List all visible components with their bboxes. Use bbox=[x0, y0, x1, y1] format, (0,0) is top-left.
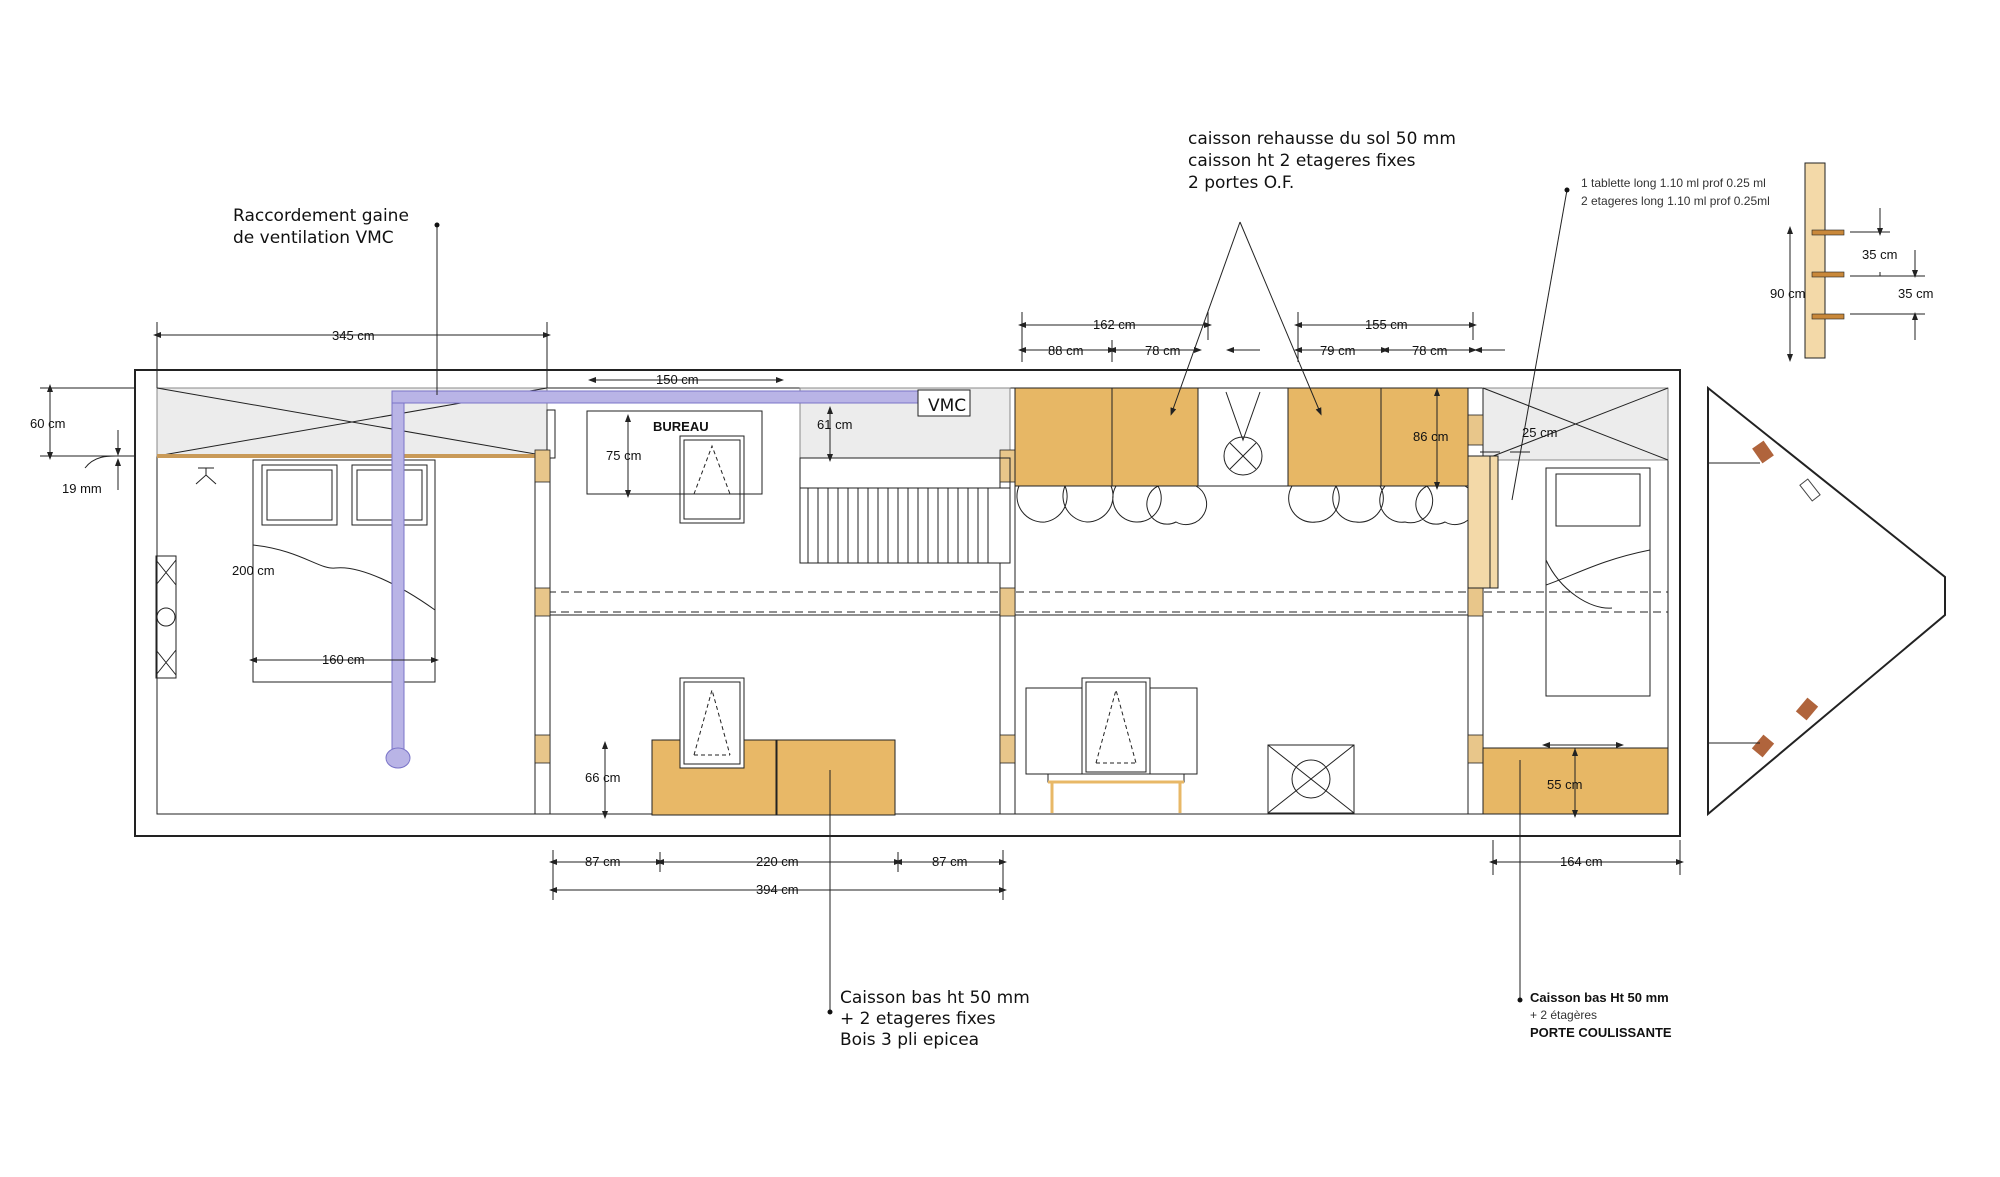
fan-icon bbox=[155, 555, 177, 679]
stairs bbox=[799, 457, 1011, 564]
annotation-texts: Raccordement gaine de ventilation VMC ca… bbox=[233, 129, 1770, 1050]
room-labels: BUREAU VMC bbox=[653, 396, 966, 434]
dim-35b: 35 cm bbox=[1898, 286, 1933, 301]
caisson-top-line2: caisson ht 2 etageres fixes bbox=[1188, 151, 1416, 171]
dim-162: 162 cm bbox=[1093, 317, 1136, 332]
dim-25: 25 cm bbox=[1522, 425, 1557, 440]
single-bed bbox=[1545, 467, 1651, 697]
caisson-bottom-line2: + 2 etageres fixes bbox=[840, 1009, 996, 1029]
dim-61: 61 cm bbox=[817, 417, 852, 432]
bureau-label: BUREAU bbox=[653, 419, 709, 434]
desk bbox=[586, 410, 763, 524]
dim-19mm: 19 mm bbox=[62, 481, 102, 496]
vmc-unit bbox=[917, 389, 971, 417]
bed-double bbox=[252, 459, 436, 683]
dim-66: 66 cm bbox=[585, 770, 620, 785]
shelf-unit-side bbox=[1467, 455, 1499, 589]
dim-78b: 78 cm bbox=[1412, 343, 1447, 358]
caisson-top-line3: 2 portes O.F. bbox=[1188, 173, 1294, 193]
dim-160: 160 cm bbox=[322, 652, 365, 667]
leader-lines bbox=[434, 187, 1570, 1015]
tv-table bbox=[1025, 677, 1198, 813]
vmc-label: VMC bbox=[928, 396, 966, 416]
dim-220: 220 cm bbox=[756, 854, 799, 869]
window-markers bbox=[1708, 440, 1821, 758]
dimension-texts: 345 cm 150 cm 60 cm 19 mm 75 cm 61 cm 20… bbox=[30, 247, 1933, 897]
shelf-note-line2: 2 etageres long 1.10 ml prof 0.25ml bbox=[1581, 194, 1770, 208]
dim-88: 88 cm bbox=[1048, 343, 1083, 358]
dim-86: 86 cm bbox=[1413, 429, 1448, 444]
shelf-detail bbox=[1787, 162, 1925, 362]
dim-200: 200 cm bbox=[232, 563, 275, 578]
vmc-note-line1: Raccordement gaine bbox=[233, 206, 409, 226]
shelf-note-line1: 1 tablette long 1.10 ml prof 0.25 ml bbox=[1581, 176, 1766, 190]
dim-345: 345 cm bbox=[332, 328, 375, 343]
low-cabinet-left bbox=[651, 677, 896, 816]
caisson-right-line2: + 2 étagères bbox=[1530, 1008, 1597, 1022]
dimension-lines bbox=[40, 312, 1684, 900]
dim-79: 79 cm bbox=[1320, 343, 1355, 358]
caisson-right-line1: Caisson bas Ht 50 mm bbox=[1530, 990, 1669, 1005]
ventilation-duct bbox=[385, 390, 923, 769]
vmc-note-line2: de ventilation VMC bbox=[233, 228, 394, 248]
top-storage-band bbox=[156, 387, 1669, 461]
caisson-bottom-line3: Bois 3 pli epicea bbox=[840, 1030, 979, 1050]
caisson-bottom-line1: Caisson bas ht 50 mm bbox=[840, 988, 1030, 1008]
dim-78a: 78 cm bbox=[1145, 343, 1180, 358]
dim-394: 394 cm bbox=[756, 882, 799, 897]
dim-87a: 87 cm bbox=[585, 854, 620, 869]
dim-90: 90 cm bbox=[1770, 286, 1805, 301]
caisson-top-line1: caisson rehausse du sol 50 mm bbox=[1188, 129, 1456, 149]
dim-150: 150 cm bbox=[656, 372, 699, 387]
dim-87b: 87 cm bbox=[932, 854, 967, 869]
upper-cabinets bbox=[1014, 387, 1477, 526]
dim-55: 55 cm bbox=[1547, 777, 1582, 792]
dim-60: 60 cm bbox=[30, 416, 65, 431]
caisson-right-line3: PORTE COULISSANTE bbox=[1530, 1025, 1672, 1040]
dim-35a: 35 cm bbox=[1862, 247, 1897, 262]
dim-155: 155 cm bbox=[1365, 317, 1408, 332]
floor-vent-icon bbox=[1267, 744, 1355, 814]
dim-75: 75 cm bbox=[606, 448, 641, 463]
ceiling-light-icon bbox=[195, 467, 217, 485]
dim-164: 164 cm bbox=[1560, 854, 1603, 869]
